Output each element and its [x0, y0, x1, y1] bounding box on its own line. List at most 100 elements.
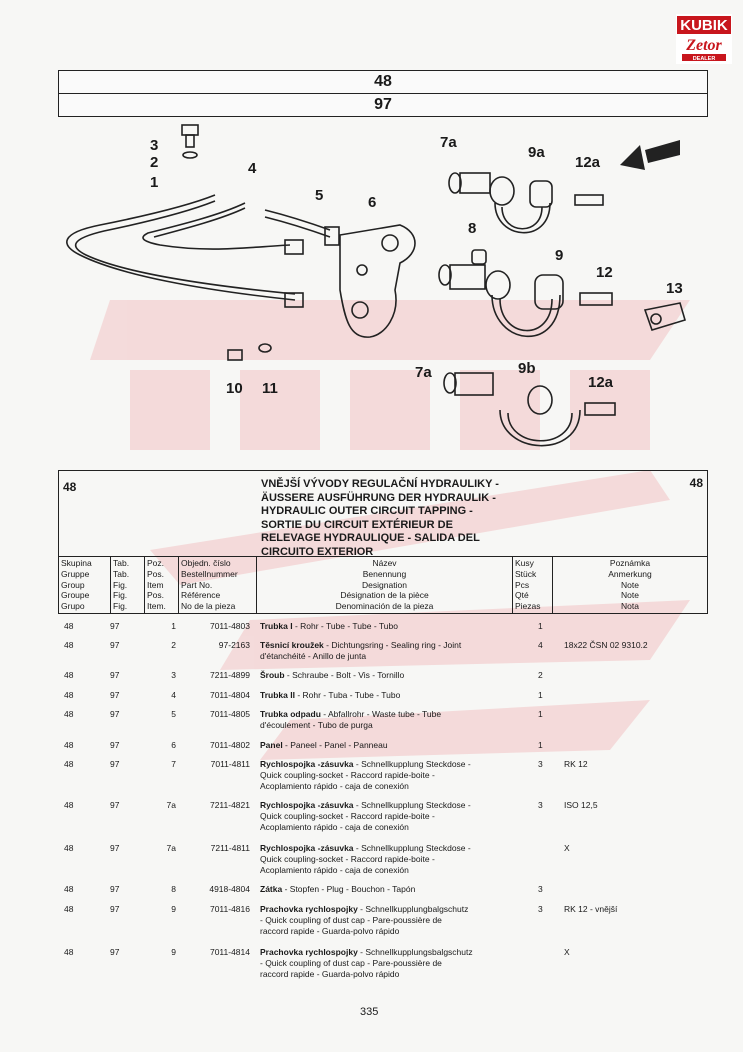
- kubik-zetor-logo: KUBIK Zetor DEALER: [676, 14, 732, 64]
- diagram-label: 7a: [440, 134, 457, 151]
- title-line: VNĚJŠÍ VÝVODY REGULAČNÍ HYDRAULIKY -: [261, 478, 499, 490]
- cell-tab: 97: [110, 690, 120, 700]
- cell-ref: 7011-4811: [210, 759, 250, 769]
- cell-group: 48: [64, 709, 74, 719]
- cell-tab: 97: [110, 800, 120, 810]
- column-header-line: Fig.: [113, 579, 128, 590]
- title-group-right: 48: [689, 476, 703, 490]
- part-desc-line: Acoplamiento rápido - caja de conexión: [260, 822, 409, 832]
- diagram-label: 6: [368, 194, 376, 211]
- part-desc-line: Quick coupling-socket - Raccord rapide-b…: [260, 770, 435, 780]
- part-name: Šroub: [260, 670, 285, 680]
- cell-desc: Trubka I - Rohr - Tube - Tube - Tubo: [260, 621, 516, 632]
- cell-desc: Trubka II - Rohr - Tuba - Tube - Tubo: [260, 690, 516, 701]
- cell-ref: 97-2163: [218, 640, 250, 650]
- cell-tab: 97: [110, 709, 120, 719]
- cell-group: 48: [64, 740, 74, 750]
- figure-header: 97: [58, 93, 708, 117]
- cell-qty: 1: [538, 709, 543, 719]
- page-number: 335: [360, 1006, 379, 1018]
- cell-ref: 7211-4899: [209, 670, 250, 680]
- cell-group: 48: [64, 621, 74, 631]
- cell-ref: 7011-4805: [209, 709, 250, 719]
- title-line: CIRCUITO EXTERIOR: [261, 545, 374, 558]
- cell-desc: Trubka odpadu - Abfallrohr - Waste tube …: [260, 709, 516, 731]
- column-header-line: No de la pieza: [181, 601, 236, 612]
- column-header-line: Qté: [515, 590, 529, 601]
- column-header-line: Désignation de la pièce: [340, 590, 429, 601]
- cell-group: 48: [64, 904, 74, 914]
- cell-qty: 1: [538, 621, 543, 631]
- diagram-label: 13: [666, 280, 683, 297]
- part-name: Rychlospojka -zásuvka: [260, 759, 354, 769]
- cell-tab: 97: [110, 621, 120, 631]
- part-desc-line: Acoplamiento rápido - caja de conexión: [260, 865, 409, 875]
- cell-desc: Panel - Paneel - Panel - Panneau: [260, 740, 516, 751]
- cell-desc: Těsnicí kroužek - Dichtungsring - Sealin…: [260, 640, 516, 662]
- diagram-label: 12a: [575, 154, 601, 171]
- diagram-label: 8: [468, 220, 476, 237]
- part-desc-line: - Rohr - Tube - Tube - Tubo: [292, 621, 398, 631]
- cell-group: 48: [64, 947, 74, 957]
- cell-tab: 97: [110, 947, 120, 957]
- cell-desc: Prachovka rychlospojky - Schnellkupplung…: [260, 947, 516, 980]
- part-name: Zátka: [260, 884, 283, 894]
- column-header-line: Pos.: [147, 590, 165, 601]
- cell-group: 48: [64, 690, 74, 700]
- column-header-line: Note: [621, 579, 639, 590]
- part-desc-line: raccord rapide - Guarda-polvo rápido: [260, 969, 400, 979]
- cell-desc: Rychlospojka -zásuvka - Schnellkupplung …: [260, 843, 516, 876]
- diagram-label: 11: [262, 380, 278, 397]
- cell-desc: Zátka - Stopfen - Plug - Bouchon - Tapón: [260, 884, 516, 895]
- part-desc-line: raccord rapide - Guarda-polvo rápido: [260, 926, 400, 936]
- part-desc-line: - Abfallrohr - Waste tube - Tube: [320, 709, 442, 719]
- cell-pos: 7a: [166, 800, 176, 810]
- column-header-line: Part No.: [181, 579, 213, 590]
- cell-note: ISO 12,5: [564, 800, 598, 810]
- column-header-line: Référence: [181, 590, 221, 601]
- part-desc-line: - Schnellkupplung Steckdose -: [353, 843, 471, 853]
- column-header-tab: Tab.Tab.Fig.Fig.Fig.: [111, 557, 145, 613]
- column-header-line: Item: [147, 579, 164, 590]
- cell-tab: 97: [110, 640, 120, 650]
- cell-qty: 1: [538, 690, 543, 700]
- cell-note: RK 12 - vnější: [564, 904, 618, 914]
- cell-pos: 1: [171, 621, 176, 631]
- diagram-label: 3: [150, 137, 158, 154]
- part-desc-line: - Rohr - Tuba - Tube - Tubo: [294, 690, 401, 700]
- cell-pos: 7: [171, 759, 176, 769]
- title-line: RELEVAGE HYDRAULIQUE - SALIDA DEL: [261, 532, 480, 544]
- title-line: HYDRAULIC OUTER CIRCUIT TAPPING -: [261, 505, 473, 517]
- parts-diagram: 1 2 3 4 5 6 7a 8 9a 9 12a 12 13 10 11 7a…: [66, 124, 686, 447]
- part-desc-line: d'écoulement - Tubo de purga: [260, 720, 373, 730]
- column-header-line: Fig.: [113, 601, 128, 612]
- cell-ref: 7011-4802: [209, 740, 250, 750]
- cell-tab: 97: [110, 884, 120, 894]
- part-desc-line: d'étanchéité - Anillo de junta: [260, 651, 367, 661]
- part-name: Rychlospojka -zásuvka: [260, 800, 354, 810]
- cell-desc: Prachovka rychlospojky - Schnellkupplung…: [260, 904, 516, 937]
- cell-note: X: [564, 843, 570, 853]
- column-header-line: Stück: [515, 568, 537, 579]
- cell-tab: 97: [110, 759, 120, 769]
- cell-group: 48: [64, 640, 74, 650]
- cell-qty: 2: [538, 670, 543, 680]
- cell-note: X: [564, 947, 570, 957]
- column-header-line: Kusy: [515, 558, 534, 568]
- cell-pos: 5: [171, 709, 176, 719]
- cell-group: 48: [64, 800, 74, 810]
- cell-ref: 4918-4804: [209, 884, 250, 894]
- cell-pos: 4: [171, 690, 176, 700]
- diagram-label: 5: [315, 187, 323, 204]
- part-desc-line: Acoplamiento rápido - caja de conexión: [260, 781, 409, 791]
- part-desc-line: - Schnellkupplung Steckdose -: [353, 759, 471, 769]
- section-title: VNĚJŠÍ VÝVODY REGULAČNÍ HYDRAULIKY - ÄUS…: [261, 478, 561, 559]
- cell-desc: Šroub - Schraube - Bolt - Vis - Tornillo: [260, 670, 516, 681]
- part-desc-line: Quick coupling-socket - Raccord rapide-b…: [260, 811, 435, 821]
- cell-pos: 2: [171, 640, 176, 650]
- column-header-line: Tab.: [113, 568, 130, 579]
